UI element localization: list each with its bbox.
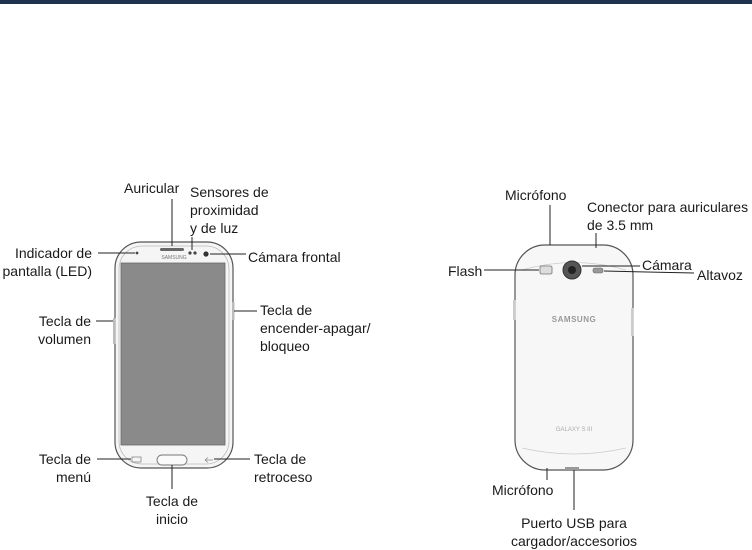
earpiece xyxy=(160,248,184,251)
label-tecla-inicio: Tecla de inicio xyxy=(145,493,199,527)
label-tecla-retroceso: Tecla de retroceso xyxy=(254,451,313,485)
back-phone: SAMSUNG GALAXY S III xyxy=(513,244,634,471)
back-key xyxy=(204,457,213,463)
front-screen xyxy=(120,262,226,446)
label-microfono-top: Micrófono xyxy=(505,187,567,203)
label-conector-auriculares: Conector para auriculares de 3.5 mm xyxy=(587,199,749,233)
label-auricular: Auricular xyxy=(124,180,180,196)
led-indicator xyxy=(135,251,139,255)
light-sensor-dot xyxy=(193,251,197,255)
menu-key xyxy=(131,456,142,463)
proximity-sensor-dot xyxy=(188,251,192,255)
volume-rocker xyxy=(113,318,116,344)
front-leader-lines xyxy=(96,199,257,489)
speaker xyxy=(592,267,604,274)
label-altavoz: Altavoz xyxy=(697,267,743,283)
label-tecla-volumen: Tecla de volumen xyxy=(38,313,91,347)
label-camara: Cámara xyxy=(642,257,692,273)
label-indicador-led: Indicador de pantalla (LED) xyxy=(2,245,93,279)
label-flash: Flash xyxy=(448,263,483,279)
back-leader-lines xyxy=(484,205,695,510)
label-tecla-encender: Tecla de encender-apagar/ bloqueo xyxy=(260,302,371,354)
label-camara-frontal: Cámara frontal xyxy=(248,249,341,265)
label-puerto-usb: Puerto USB para cargador/accesorios xyxy=(510,515,638,549)
label-sensores: Sensores de proximidad y de luz xyxy=(190,184,269,236)
front-phone: SAMSUNG xyxy=(113,241,235,469)
front-logo: SAMSUNG xyxy=(161,255,186,261)
top-bar xyxy=(0,0,752,4)
front-camera-lens xyxy=(203,251,209,257)
label-tecla-menu: Tecla de menú xyxy=(38,451,91,485)
flash xyxy=(539,265,553,275)
home-key xyxy=(156,454,188,466)
label-microfono-bottom: Micrófono xyxy=(492,482,554,498)
usb-port xyxy=(565,467,579,470)
power-side-key xyxy=(232,302,235,320)
model-logo: GALAXY S III xyxy=(556,427,593,433)
back-logo: SAMSUNG xyxy=(552,315,596,324)
